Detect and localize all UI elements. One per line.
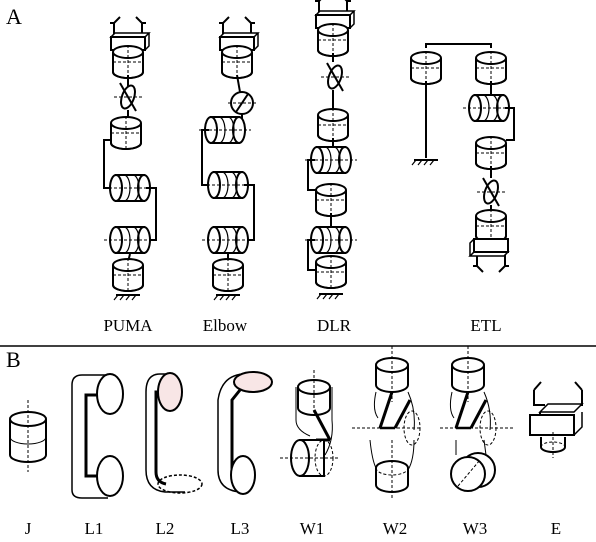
module-j-joint — [10, 400, 46, 472]
module-e-end-effector — [530, 382, 582, 458]
robot-puma-diagram — [104, 17, 156, 300]
robot-elbow-diagram — [199, 17, 258, 300]
robot-label-dlr: DLR — [317, 316, 352, 335]
module-label-e: E — [551, 519, 561, 538]
robot-label-etl: ETL — [470, 316, 501, 335]
module-label-l3: L3 — [231, 519, 250, 538]
robot-dlr-diagram — [305, 0, 357, 299]
module-l3-link — [218, 372, 272, 494]
module-label-w2: W2 — [383, 519, 408, 538]
module-w2-wrist — [352, 346, 420, 500]
module-label-w1: W1 — [300, 519, 325, 538]
module-l2-link — [146, 373, 202, 493]
panel-label-b: B — [6, 347, 21, 372]
module-l1-link — [72, 374, 123, 498]
module-label-j: J — [25, 519, 32, 538]
panel-label-a: A — [6, 4, 22, 29]
module-w1-wrist — [280, 370, 340, 476]
module-w3-wrist — [440, 346, 515, 491]
module-label-l2: L2 — [156, 519, 175, 538]
robot-label-puma: PUMA — [103, 316, 153, 335]
module-label-l1: L1 — [85, 519, 104, 538]
robot-label-elbow: Elbow — [203, 316, 248, 335]
robot-etl-diagram — [411, 44, 515, 272]
module-label-w3: W3 — [463, 519, 488, 538]
